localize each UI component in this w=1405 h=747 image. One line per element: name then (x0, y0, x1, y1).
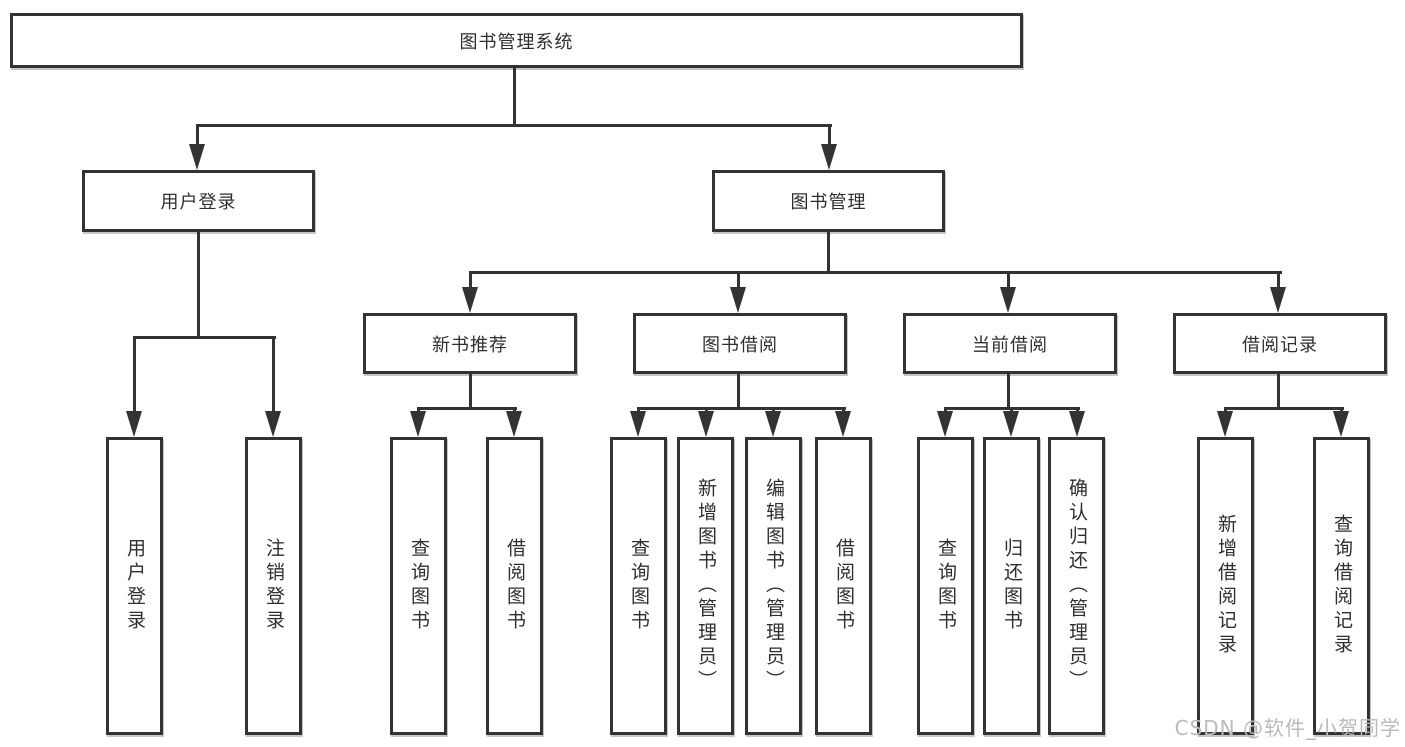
arrowhead-bookborrow-add (698, 411, 714, 437)
connector-bookborrow-stem (737, 372, 740, 409)
node-user-login: 用户登录 (82, 170, 315, 232)
connector-newrec-stem (469, 372, 472, 409)
node-book-management: 图书管理 (712, 170, 945, 232)
node-user-login-label: 用户登录 (160, 192, 237, 213)
connector-root-bar (196, 124, 832, 127)
connector-userlogin-bar (133, 336, 276, 339)
arrowhead-newrec-borrow (506, 411, 522, 437)
leaf-borrow-edit-book-admin: 编辑图书（管理员） (745, 437, 802, 735)
connector-drop-user-login (196, 124, 199, 148)
leaf-borrow-borrow-book: 借阅图书 (815, 437, 872, 735)
leaf-current-return-book: 归还图书 (983, 437, 1040, 735)
node-current-borrow-label: 当前借阅 (972, 334, 1048, 356)
connector-drop-book-borrow (737, 271, 740, 289)
connector-drop-book-management (828, 124, 831, 148)
node-book-borrow-label: 图书借阅 (702, 334, 778, 356)
arrowhead-new-book-recommend (462, 287, 478, 313)
leaf-newrec-borrow-book: 借阅图书 (486, 437, 543, 735)
arrowhead-borrowrecord-add (1217, 411, 1233, 437)
connector-bookmgmt-stem (827, 230, 830, 273)
leaf-current-query-book: 查询图书 (917, 437, 974, 735)
leaf-borrow-add-book-admin: 新增图书（管理员） (677, 437, 734, 735)
arrowhead-leaf-user-login (126, 411, 142, 437)
leaf-current-return-book-label: 归还图书 (1001, 538, 1023, 634)
leaf-record-add-record-label: 新增借阅记录 (1215, 514, 1237, 658)
arrowhead-newrec-query (410, 411, 426, 437)
connector-drop-leaf-user-login (133, 336, 136, 413)
arrowhead-currentborrow-confirm (1069, 411, 1085, 437)
csdn-watermark: CSDN @软件_小贺同学 (1174, 716, 1401, 740)
node-borrow-record: 借阅记录 (1173, 313, 1387, 374)
leaf-record-query-record-label: 查询借阅记录 (1331, 514, 1353, 658)
connector-currentborrow-stem (1007, 372, 1010, 409)
leaf-borrow-borrow-book-label: 借阅图书 (833, 538, 855, 634)
connector-drop-borrow-record (1277, 271, 1280, 289)
leaf-newrec-query-book: 查询图书 (390, 437, 447, 735)
arrowhead-bookborrow-query (630, 411, 646, 437)
leaf-logout: 注销登录 (245, 437, 302, 735)
arrowhead-book-borrow (730, 287, 746, 313)
leaf-current-query-book-label: 查询图书 (935, 538, 957, 634)
node-borrow-record-label: 借阅记录 (1242, 334, 1318, 356)
arrowhead-user-login (189, 144, 205, 170)
arrowhead-borrowrecord-query (1333, 411, 1349, 437)
arrowhead-bookborrow-borrow (835, 411, 851, 437)
node-root: 图书管理系统 (10, 13, 1023, 68)
leaf-user-login: 用户登录 (106, 437, 163, 735)
node-book-management-label: 图书管理 (790, 192, 867, 213)
leaf-borrow-query-book-label: 查询图书 (628, 538, 650, 634)
node-current-borrow: 当前借阅 (903, 313, 1117, 374)
node-book-borrow: 图书借阅 (633, 313, 847, 374)
arrowhead-book-management (821, 144, 837, 170)
leaf-newrec-borrow-book-label: 借阅图书 (504, 538, 526, 634)
leaf-current-confirm-return-admin: 确认归还（管理员） (1048, 437, 1105, 735)
node-new-book-recommend-label: 新书推荐 (432, 334, 508, 356)
leaf-borrow-edit-book-admin-label: 编辑图书（管理员） (763, 478, 785, 694)
connector-borrowrecord-bar (1224, 407, 1344, 410)
arrowhead-currentborrow-query (937, 411, 953, 437)
leaf-record-query-record: 查询借阅记录 (1313, 437, 1370, 735)
leaf-logout-label: 注销登录 (263, 538, 285, 634)
arrowhead-currentborrow-return (1003, 411, 1019, 437)
leaf-newrec-query-book-label: 查询图书 (408, 538, 430, 634)
connector-bookborrow-bar (637, 407, 846, 410)
arrowhead-current-borrow (1000, 287, 1016, 313)
connector-userlogin-stem (197, 230, 200, 338)
leaf-record-add-record: 新增借阅记录 (1197, 437, 1254, 735)
connector-root-stem (513, 66, 516, 126)
node-root-label: 图书管理系统 (459, 31, 574, 53)
connector-drop-new-book-recommend (469, 271, 472, 289)
connector-drop-current-borrow (1007, 271, 1010, 289)
connector-bookmgmt-bar (469, 271, 1282, 274)
arrowhead-borrow-record (1270, 287, 1286, 313)
connector-drop-leaf-logout (272, 336, 275, 413)
node-new-book-recommend: 新书推荐 (363, 313, 577, 374)
arrowhead-bookborrow-edit (765, 411, 781, 437)
leaf-user-login-label: 用户登录 (124, 538, 146, 634)
leaf-current-confirm-return-admin-label: 确认归还（管理员） (1066, 478, 1088, 694)
connector-newrec-bar (417, 407, 517, 410)
arrowhead-leaf-logout (265, 411, 281, 437)
connector-borrowrecord-stem (1277, 372, 1280, 409)
leaf-borrow-query-book: 查询图书 (610, 437, 667, 735)
leaf-borrow-add-book-admin-label: 新增图书（管理员） (695, 478, 717, 694)
